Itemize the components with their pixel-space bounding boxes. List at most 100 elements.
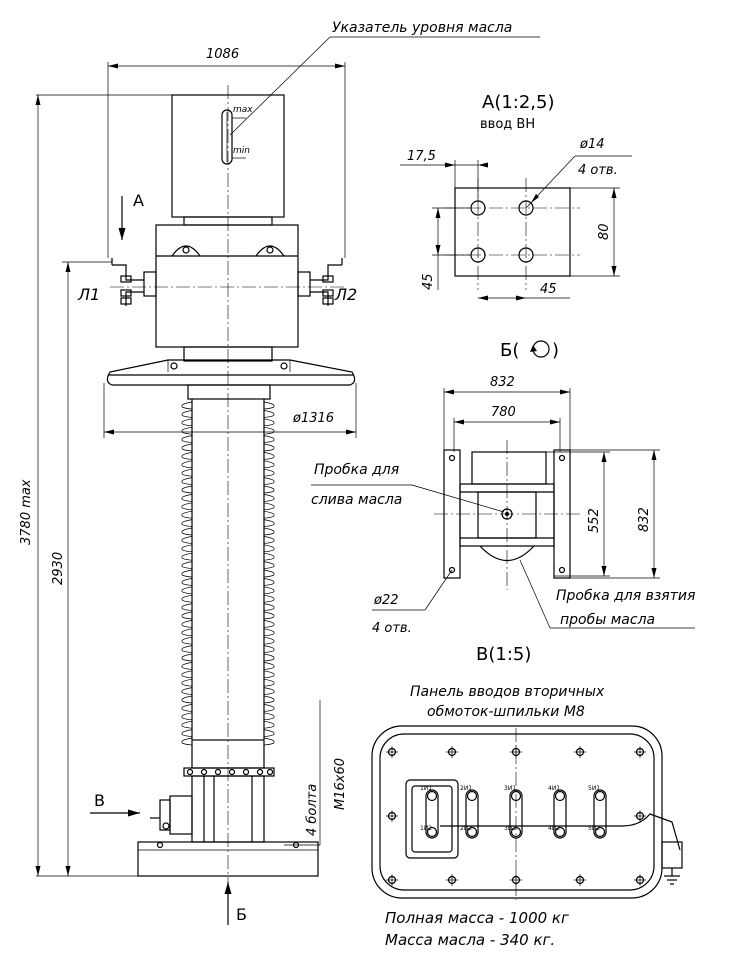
insulator-shed bbox=[181, 410, 193, 418]
insulator-shed bbox=[263, 737, 275, 746]
terminal-label-bottom: 4И2 bbox=[548, 825, 560, 832]
lifting-eye-left bbox=[171, 245, 201, 257]
dim-height-inner: 552 bbox=[587, 508, 602, 533]
terminal-link bbox=[465, 789, 479, 839]
insulator-shed bbox=[181, 502, 193, 511]
terminal-l2 bbox=[297, 258, 343, 306]
dim-top-width: 1086 bbox=[206, 47, 239, 62]
insulator-shed bbox=[263, 435, 275, 443]
insulator-shed bbox=[181, 695, 193, 704]
insulator-shed bbox=[263, 586, 275, 595]
insulator-shed bbox=[181, 645, 193, 653]
oil-mass-note: Масса масла - 340 кг. bbox=[385, 931, 555, 949]
insulator-shed bbox=[181, 552, 193, 561]
view-b-arrow: Б bbox=[236, 905, 247, 924]
terminal-label-bottom: 1И2 bbox=[420, 825, 432, 832]
dim-total-height: 3780 max bbox=[19, 479, 34, 545]
terminal-stud bbox=[594, 826, 606, 838]
insulator-shed bbox=[181, 401, 193, 410]
insulator-shed bbox=[263, 552, 275, 561]
grading-shield bbox=[106, 359, 356, 386]
insulator-shed bbox=[181, 737, 193, 746]
ground-icon bbox=[664, 868, 680, 885]
insulator-shed bbox=[263, 687, 275, 695]
terminal-hole bbox=[470, 200, 486, 216]
gauge-min-label: min bbox=[233, 146, 250, 156]
view-b-title: Б( bbox=[500, 340, 519, 361]
insulator-shed bbox=[181, 586, 193, 595]
main-view: max min bbox=[19, 20, 540, 925]
insulator-shed bbox=[263, 410, 275, 418]
flange-bolt bbox=[266, 768, 274, 776]
insulator-shed bbox=[181, 536, 193, 544]
insulator-shed bbox=[181, 636, 193, 645]
bolts-label: 4 болта bbox=[305, 784, 320, 836]
panel-line2: обмоток-шпильки М8 bbox=[427, 704, 585, 720]
total-mass-note: Полная масса - 1000 кг bbox=[385, 909, 569, 927]
terminal-label-top: 5И1 bbox=[588, 785, 600, 792]
insulator-shed bbox=[263, 645, 275, 653]
insulator-shed bbox=[263, 494, 275, 502]
terminal-stud bbox=[466, 826, 478, 838]
insulator-shed bbox=[263, 536, 275, 544]
porcelain-insulator bbox=[181, 399, 275, 746]
view-b-title-suffix: ) bbox=[552, 340, 559, 361]
insulator-shed bbox=[263, 636, 275, 645]
terminal-label-top: 1И1 bbox=[420, 785, 432, 792]
insulator-shed bbox=[263, 418, 275, 427]
insulator-shed bbox=[181, 452, 193, 460]
terminal-label-top: 4И1 bbox=[548, 785, 560, 792]
view-a: А(1:2,5) ввод ВН 17,5 ø14 4 отв. 80 bbox=[400, 92, 632, 301]
insulator-shed bbox=[181, 519, 193, 527]
view-b: Б( ) 832 780 bbox=[311, 340, 695, 636]
insulator-shed bbox=[263, 510, 275, 519]
insulator-shed bbox=[263, 452, 275, 460]
sample-plug-line1: Пробка для взятия bbox=[556, 588, 695, 604]
terminal-l1-label: Л1 bbox=[77, 285, 100, 304]
flange-bolts bbox=[186, 768, 274, 776]
flange-bolt bbox=[214, 768, 222, 776]
insulator-shed bbox=[263, 653, 275, 662]
insulator-shed bbox=[263, 502, 275, 511]
insulator-shed bbox=[263, 603, 275, 611]
insulator-shed bbox=[263, 578, 275, 586]
hv-terminal-plate bbox=[454, 187, 571, 277]
insulator-shed bbox=[263, 628, 275, 637]
insulator-shed bbox=[181, 712, 193, 721]
insulator-shed bbox=[181, 435, 193, 443]
insulator-shed bbox=[263, 544, 275, 553]
terminal-stud bbox=[554, 826, 566, 838]
insulator-shed bbox=[263, 662, 275, 670]
dim-height: 80 bbox=[597, 223, 612, 240]
insulator-shed bbox=[181, 578, 193, 586]
insulator-shed bbox=[263, 477, 275, 485]
terminal-link bbox=[425, 789, 439, 839]
terminal-label-bottom: 5И2 bbox=[588, 825, 600, 832]
insulator-shed bbox=[181, 477, 193, 485]
insulator-shed bbox=[181, 426, 193, 435]
insulator-shed bbox=[181, 678, 193, 687]
terminal-label-top: 3И1 bbox=[504, 785, 516, 792]
oil-gauge-label: Указатель уровня масла bbox=[332, 20, 512, 36]
insulator-shed bbox=[263, 594, 275, 603]
secondary-panel-outer bbox=[371, 725, 663, 899]
view-v-title: В(1:5) bbox=[476, 644, 531, 665]
terminal-link bbox=[593, 789, 607, 839]
insulator-shed bbox=[181, 544, 193, 553]
dim-inner: 780 bbox=[491, 405, 516, 420]
holes-count: 4 отв. bbox=[578, 163, 618, 178]
insulator-shed bbox=[181, 485, 193, 494]
terminal-label-top: 2И1 bbox=[460, 785, 472, 792]
holes-count: 4 отв. bbox=[372, 621, 412, 636]
insulator-shed bbox=[263, 527, 275, 536]
insulator-shed bbox=[263, 443, 275, 452]
terminal-stud bbox=[426, 826, 438, 838]
dim-pitch-v: 45 bbox=[421, 273, 436, 290]
insulator-shed bbox=[181, 620, 193, 628]
terminal-label-bottom: 3И2 bbox=[504, 825, 516, 832]
flange-bolt bbox=[228, 768, 236, 776]
insulator-shed bbox=[181, 628, 193, 637]
insulator-shed bbox=[263, 704, 275, 712]
